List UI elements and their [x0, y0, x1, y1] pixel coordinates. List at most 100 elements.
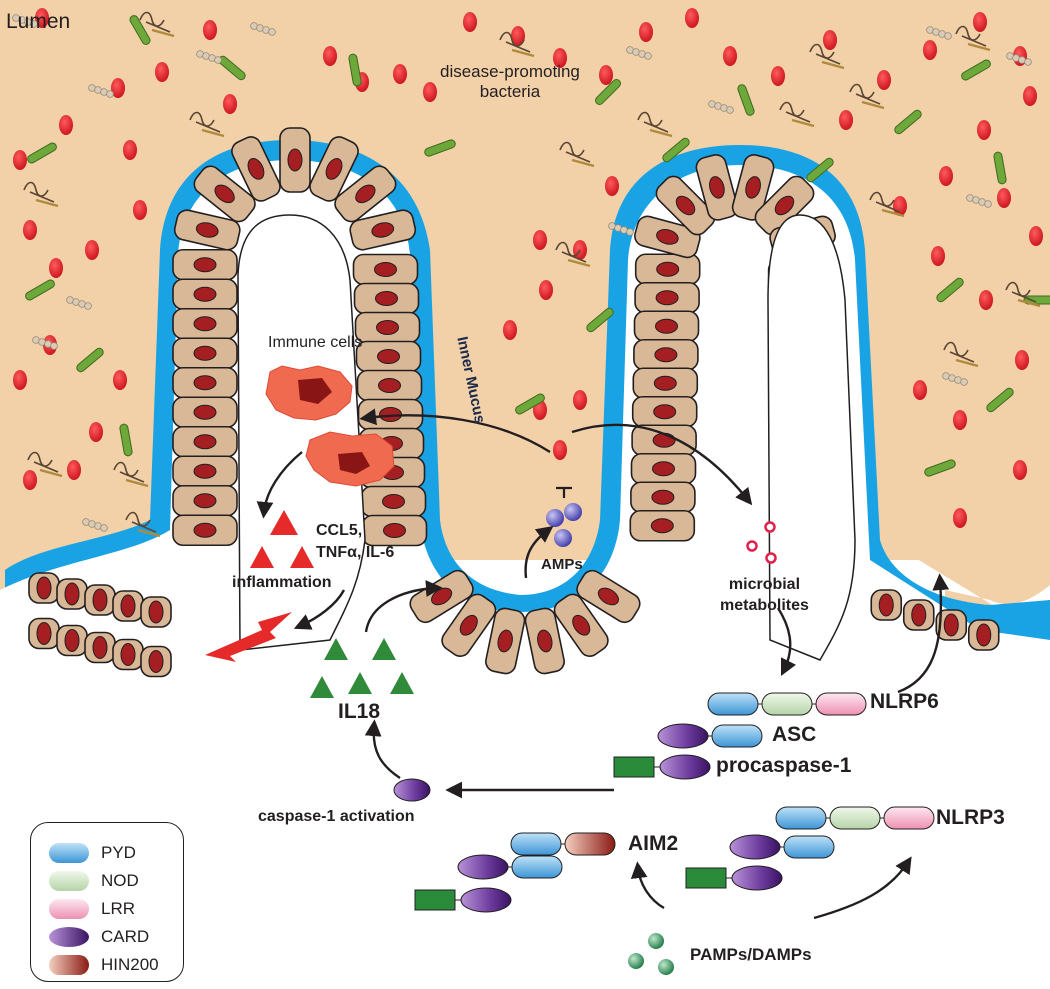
epithelial-cell	[173, 209, 241, 251]
epithelial-cell	[353, 282, 420, 315]
bacterium-red	[997, 188, 1011, 208]
epithelial-cell	[309, 136, 359, 202]
aim2-complex	[414, 832, 616, 913]
metabolite-particles	[746, 521, 777, 564]
epithelial-cell	[28, 572, 60, 604]
epithelial-cell	[631, 395, 698, 428]
bacterium-red	[605, 176, 619, 196]
bacterium-red	[723, 46, 737, 66]
legend-label-hin200: HIN200	[101, 955, 159, 974]
bacterium-rod	[595, 79, 621, 105]
bacterium-flagellum	[955, 358, 979, 368]
epithelial-cell	[630, 481, 696, 514]
bacterium-flagellum	[567, 258, 591, 268]
bacterium-rod	[119, 423, 133, 457]
bacterium-spirochete	[1005, 281, 1037, 303]
bacterium-red	[685, 8, 699, 28]
bacterium-spirochete	[637, 111, 669, 133]
bacterium-chain	[960, 378, 968, 386]
bacterium-red	[323, 46, 337, 66]
bacterium-rod	[76, 347, 104, 373]
epithelial-cell	[360, 485, 427, 518]
bacterium-rod	[348, 53, 362, 87]
bacterium-flagellum	[39, 468, 63, 478]
bacterium-flagellum	[881, 208, 905, 218]
bacterium-red	[953, 410, 967, 430]
bacterium-red	[823, 30, 837, 50]
bacterium-red	[979, 290, 993, 310]
bacterium-red	[35, 8, 49, 28]
bacterium-spirochete	[809, 43, 841, 65]
epithelial-cell	[935, 609, 968, 641]
epithelial-cell	[524, 607, 565, 675]
bacterium-red	[23, 470, 37, 490]
bacterium-red	[511, 26, 525, 46]
right-villus-core	[767, 214, 856, 661]
bacterium-flagellum	[137, 528, 161, 538]
epithelial-cell	[172, 248, 238, 281]
bacterium-flagellum	[201, 128, 225, 138]
bacterium-rod	[515, 393, 545, 415]
bacterium-red	[939, 166, 953, 186]
bacterium-red	[23, 220, 37, 240]
bacterium-red	[423, 82, 437, 102]
epithelial-cell	[441, 593, 497, 657]
bacterium-spirochete	[779, 101, 811, 123]
legend-swatch-nod	[49, 871, 89, 891]
bacterium-rod	[737, 84, 755, 116]
bacterium-spirochete	[27, 451, 59, 473]
bacterium-red	[67, 460, 81, 480]
pamps-label: PAMPs/DAMPs	[690, 945, 812, 964]
epithelial-cell	[140, 596, 172, 628]
bacterium-red	[49, 258, 63, 278]
epithelial-cell	[172, 366, 238, 399]
bacterium-chain	[100, 524, 108, 532]
bacterium-flagellum	[151, 28, 175, 38]
bacterium-chain	[268, 28, 276, 36]
bacterium-red	[877, 70, 891, 90]
bacterium-red	[839, 110, 853, 130]
bacterium-red	[1013, 460, 1027, 480]
epithelial-cell	[140, 645, 172, 678]
bacterium-spirochete	[113, 461, 145, 483]
epithelial-cell	[172, 396, 238, 429]
bacterium-rod	[424, 139, 456, 157]
bacterium-rod	[961, 59, 991, 81]
epithelial-cell	[172, 337, 238, 370]
bacterium-flagellum	[571, 158, 595, 168]
bacterium-flagellum	[821, 60, 845, 70]
bacterium-chain	[626, 228, 634, 236]
legend-swatch-hin200	[49, 955, 89, 975]
epithelial-cell	[630, 452, 697, 485]
bacterium-spirochete	[499, 31, 531, 53]
epithelial-cell	[695, 154, 739, 221]
pamps-particles	[628, 933, 674, 975]
nlrp6-label: NLRP6	[870, 690, 939, 713]
epithelial-cell	[355, 340, 422, 373]
epithelial-cell	[631, 424, 697, 457]
bacterium-red	[223, 94, 237, 114]
epithelial-cell	[112, 638, 144, 671]
microbial-metabolites-label: microbial metabolites	[720, 576, 809, 614]
epithelial-cell	[576, 569, 641, 624]
bacterium-red	[639, 22, 653, 42]
epithelial-cell	[352, 253, 419, 286]
epithelial-cell	[231, 136, 281, 202]
epithelial-cell	[56, 624, 88, 657]
lumen-label: Lumen	[6, 10, 71, 33]
bacterium-red	[155, 62, 169, 82]
epithelial-cell	[56, 578, 88, 610]
epithelial-cell	[634, 281, 700, 314]
bacterium-red	[113, 370, 127, 390]
epithelial-cell	[485, 607, 526, 675]
bacterium-red	[553, 440, 567, 460]
immune-cells-label: Immune cells	[268, 334, 363, 351]
bacteria-field	[12, 8, 1050, 538]
bacterium-red	[1015, 350, 1029, 370]
asc-label: ASC	[772, 723, 817, 746]
bacterium-rod	[662, 137, 690, 163]
epithelial-cell	[279, 127, 311, 193]
bacterium-rod	[806, 157, 834, 183]
immune-cell-2	[305, 431, 395, 487]
bacterium-red	[111, 78, 125, 98]
